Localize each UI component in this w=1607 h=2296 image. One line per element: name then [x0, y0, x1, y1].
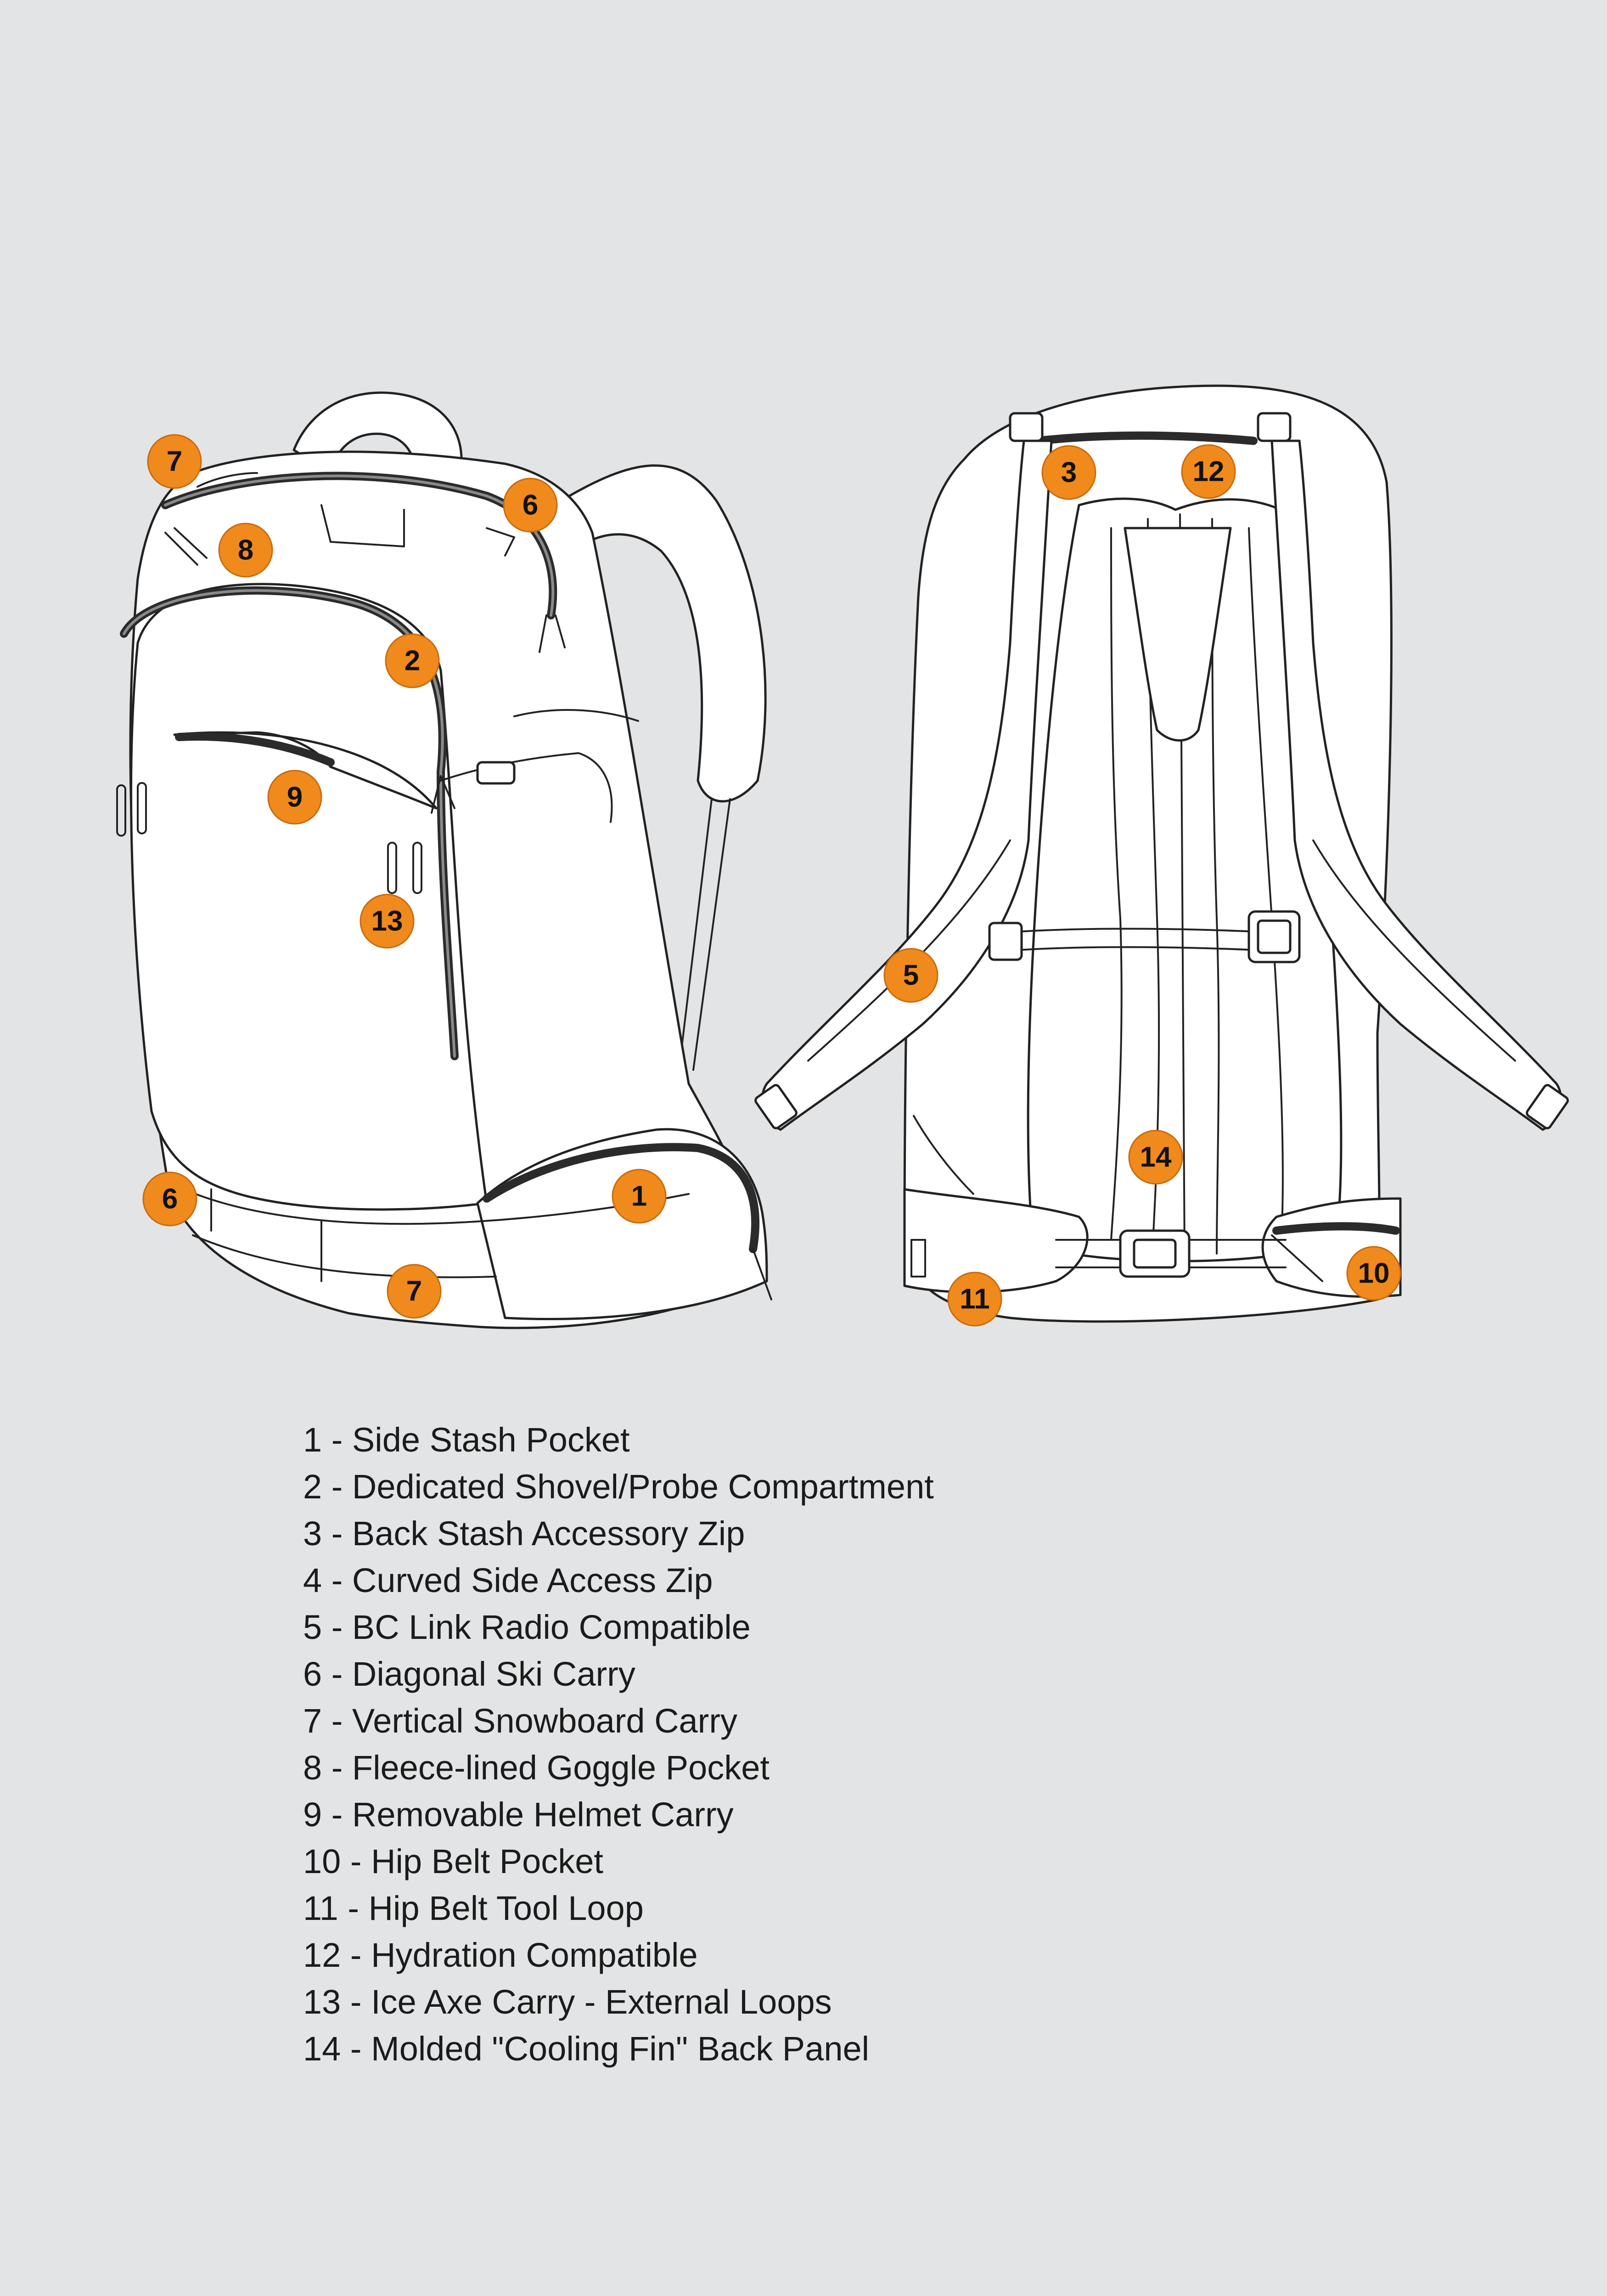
front-loop-left-b [137, 782, 147, 834]
backpack-illustrations: 7 6 8 2 9 13 6 1 7 3 12 5 14 10 11 [116, 384, 1569, 1329]
backpack-front-view [116, 391, 772, 1329]
back-top-buckle-left [1009, 412, 1044, 442]
legend-item: 3 - Back Stash Accessory Zip [303, 1514, 745, 1553]
legend-item: 9 - Removable Helmet Carry [303, 1795, 734, 1834]
svg-text:9: 9 [287, 782, 303, 813]
svg-text:10: 10 [1358, 1258, 1390, 1289]
svg-text:7: 7 [406, 1276, 422, 1307]
back-sternum-left [988, 922, 1023, 961]
front-loop-right-b [412, 842, 422, 894]
legend-item: 2 - Dedicated Shovel/Probe Compartment [303, 1468, 934, 1506]
back-top-buckle-right [1257, 412, 1292, 442]
callout-back-12: 12 [1181, 444, 1236, 499]
legend-item: 5 - BC Link Radio Compatible [303, 1608, 751, 1646]
front-helmet-slot [173, 731, 438, 810]
callout-back-3: 3 [1041, 445, 1096, 500]
callout-front-1: 1 [612, 1169, 667, 1224]
callout-back-10: 10 [1346, 1246, 1401, 1301]
callout-front-13: 13 [360, 894, 415, 949]
back-right-strap-tip [1526, 1084, 1569, 1130]
svg-text:2: 2 [405, 645, 420, 677]
callout-front-6-top: 6 [503, 478, 558, 533]
legend-item: 4 - Curved Side Access Zip [303, 1561, 713, 1599]
svg-text:7: 7 [167, 446, 182, 478]
legend-item: 1 - Side Stash Pocket [303, 1421, 630, 1459]
svg-text:13: 13 [371, 906, 403, 937]
legend-item: 8 - Fleece-lined Goggle Pocket [303, 1749, 770, 1787]
callout-back-11: 11 [947, 1272, 1002, 1327]
callout-front-7-bottom: 7 [387, 1264, 442, 1319]
legend-item: 14 - Molded "Cooling Fin" Back Panel [303, 2030, 870, 2068]
svg-text:3: 3 [1061, 457, 1077, 489]
back-top-zipper [1034, 431, 1258, 445]
back-tool-loop [910, 1239, 926, 1277]
feature-legend: 1 - Side Stash Pocket 2 - Dedicated Shov… [303, 1417, 1497, 2072]
svg-text:6: 6 [523, 490, 538, 521]
svg-text:5: 5 [903, 960, 919, 991]
svg-text:11: 11 [960, 1283, 990, 1315]
callout-front-6-bottom: 6 [142, 1171, 197, 1227]
legend-item: 12 - Hydration Compatible [303, 1936, 698, 1974]
svg-text:1: 1 [631, 1181, 647, 1212]
callout-front-8: 8 [218, 523, 273, 578]
front-side-pocket [476, 1128, 768, 1320]
back-left-strap-tip [754, 1084, 798, 1130]
callout-front-9: 9 [267, 770, 322, 825]
callout-back-5: 5 [883, 948, 938, 1003]
svg-text:14: 14 [1140, 1142, 1172, 1173]
front-loop-left-a [116, 784, 126, 837]
legend-item: 6 - Diagonal Ski Carry [303, 1655, 635, 1693]
callout-front-2: 2 [385, 633, 440, 688]
svg-text:12: 12 [1193, 456, 1225, 488]
callout-front-7-top: 7 [147, 434, 202, 489]
front-side-buckle [476, 761, 516, 785]
legend-item: 7 - Vertical Snowboard Carry [303, 1702, 737, 1740]
legend-item: 13 - Ice Axe Carry - External Loops [303, 1983, 832, 2021]
svg-text:6: 6 [162, 1183, 178, 1215]
front-side-zipper [483, 1143, 759, 1253]
front-shoulder-strap [568, 464, 767, 803]
backpack-back-view [754, 384, 1569, 1323]
legend-item: 11 - Hip Belt Tool Loop [303, 1889, 644, 1927]
svg-text:8: 8 [238, 535, 253, 566]
callout-back-14: 14 [1128, 1130, 1183, 1185]
legend-item: 10 - Hip Belt Pocket [303, 1842, 603, 1880]
front-loop-right-a [387, 842, 397, 894]
